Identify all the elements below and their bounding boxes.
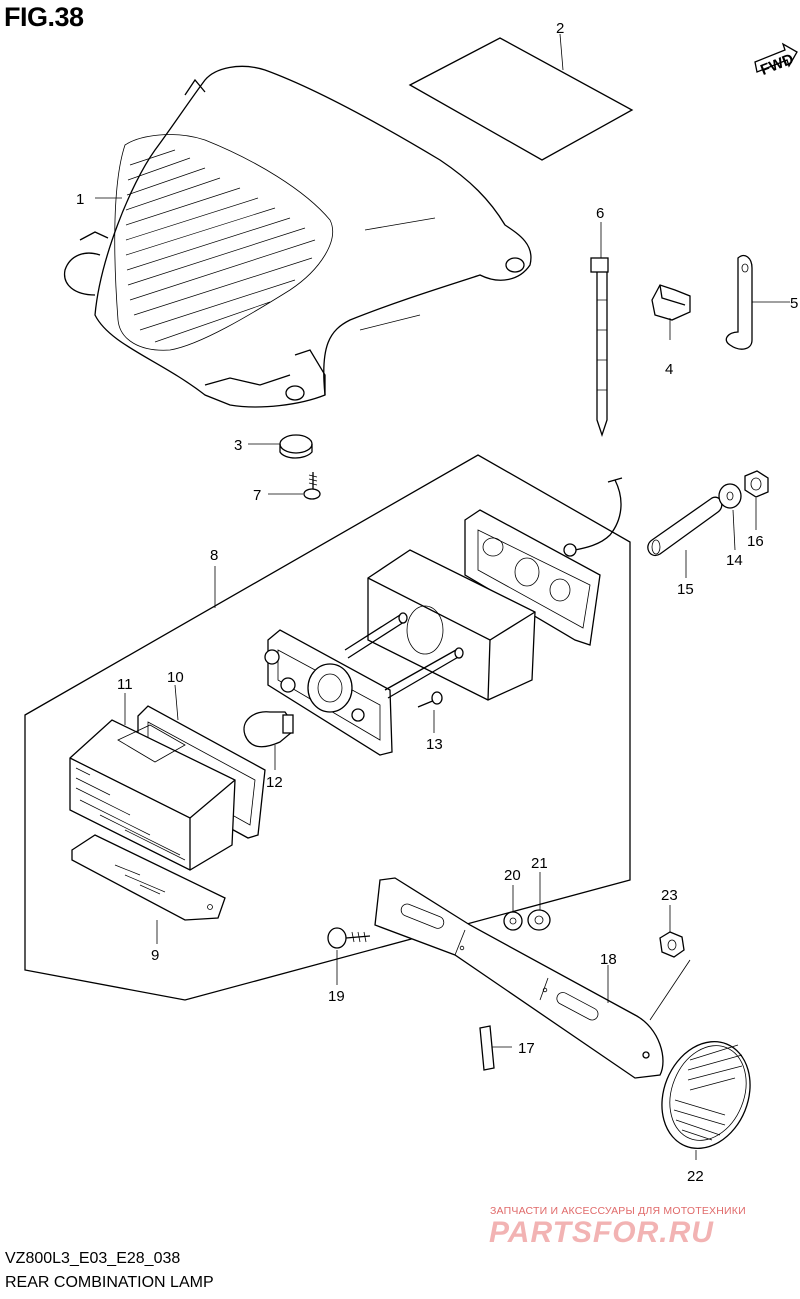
- lamp-rear-box: [367, 549, 536, 701]
- lamp-wire: [574, 479, 622, 551]
- figure-title: FIG.38: [4, 2, 84, 32]
- part-8-assembly-frame: [24, 454, 631, 1001]
- callout-5: 5: [790, 295, 798, 312]
- part-17-label: [479, 1025, 495, 1071]
- callout-7: 7: [253, 487, 261, 504]
- part-4-clamp: [651, 284, 691, 321]
- part-1-housing: [63, 65, 532, 408]
- watermark-tagline: ЗАПЧАСТИ И АКСЕССУАРЫ ДЛЯ МОТОТЕХНИКИ: [490, 1205, 746, 1217]
- callout-6: 6: [596, 205, 604, 222]
- callout-15: 15: [677, 581, 694, 598]
- fwd-arrow-icon: FWD: [754, 42, 798, 79]
- part-11-lens: [69, 719, 236, 871]
- leader-lines: [95, 33, 790, 1160]
- lens-hatching: [125, 149, 316, 343]
- callout-17: 17: [518, 1040, 535, 1057]
- callout-14: 14: [726, 552, 743, 569]
- lamp-base-plate: [264, 612, 464, 756]
- watermark-site: PARTSFOR.RU: [489, 1216, 714, 1249]
- callout-10: 10: [167, 669, 184, 686]
- callout-21: 21: [531, 855, 548, 872]
- part-3-grommet: [279, 434, 313, 459]
- callout-13: 13: [426, 736, 443, 753]
- callout-19: 19: [328, 988, 345, 1005]
- callout-16: 16: [747, 533, 764, 550]
- callout-8: 8: [210, 547, 218, 564]
- part-7-screw: [303, 472, 321, 500]
- callout-1: 1: [76, 191, 84, 208]
- diagram-code: VZ800L3_E03_E28_038: [5, 1250, 181, 1267]
- part-9-plate: [71, 834, 226, 921]
- callout-9: 9: [151, 947, 159, 964]
- part-12-bulb: [243, 711, 294, 748]
- part-5-bracket: [725, 254, 753, 350]
- part-15-tube: [647, 496, 723, 557]
- part-22-reflector: [661, 1040, 751, 1150]
- callout-2: 2: [556, 20, 564, 37]
- part-6-cable-tie: [590, 257, 609, 438]
- part-16-nut: [744, 470, 769, 498]
- callout-23: 23: [661, 887, 678, 904]
- part-23-nut: [659, 931, 685, 958]
- part-19-bolt: [327, 927, 371, 949]
- callout-12: 12: [266, 774, 283, 791]
- callout-3: 3: [234, 437, 242, 454]
- callout-20: 20: [504, 867, 521, 884]
- diagram-name: REAR COMBINATION LAMP: [5, 1274, 214, 1291]
- fwd-label: FWD: [758, 50, 796, 79]
- part-13-screw: [417, 691, 443, 708]
- part-14-washer: [718, 483, 742, 509]
- part-21-nut: [527, 909, 551, 931]
- part-18-reflector-bracket: [374, 877, 664, 1079]
- callout-11: 11: [117, 676, 133, 693]
- callout-22: 22: [687, 1168, 704, 1185]
- callout-labels: 1 2 3 4 5 6 7 8 9 10 11 12 13 14 15 16 1…: [76, 20, 798, 1185]
- part-2-sheet: [408, 37, 634, 161]
- part-20-washer: [503, 911, 523, 931]
- callout-4: 4: [665, 361, 673, 378]
- callout-18: 18: [600, 951, 617, 968]
- rear-gasket: [464, 509, 601, 646]
